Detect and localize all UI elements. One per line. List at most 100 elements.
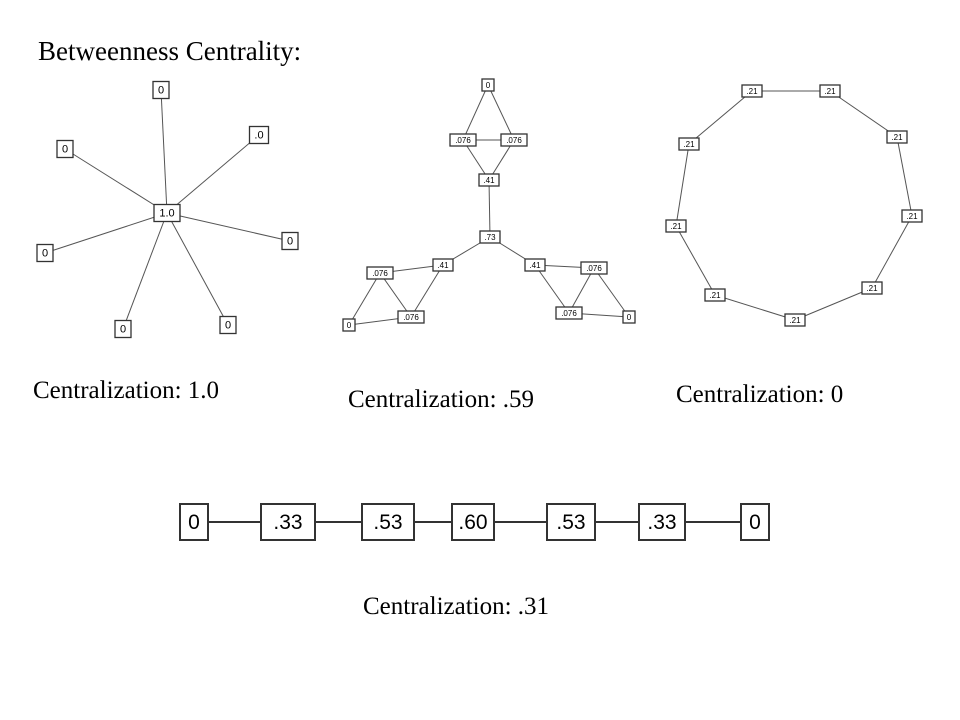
graph2-node-label-8: .21: [683, 140, 695, 149]
graph2-edge-7: [675, 143, 690, 227]
graph2-node-label-6: .21: [709, 291, 721, 300]
graph1-node-0: .73: [479, 230, 501, 244]
graph2-node-6: .21: [704, 288, 726, 302]
graph0-node-label-3: 0: [62, 144, 68, 156]
graph1-node-label-6: .076: [372, 269, 388, 278]
graph1-node-label-11: 0: [627, 313, 632, 322]
graph2-edge-1: [829, 90, 898, 138]
graph3-node-1: .33: [260, 503, 316, 541]
graph1-edge-0: [462, 84, 489, 141]
graph0-node-0: 1.0: [153, 203, 181, 223]
graph2-node-4: .21: [861, 281, 883, 295]
graph0-edge-5: [166, 212, 229, 326]
graph2-edge-6: [675, 225, 716, 296]
graph2-node-0: .21: [741, 84, 763, 98]
line-graph-caption: Centralization: .31: [363, 593, 549, 620]
graph1-edge-1: [487, 84, 515, 141]
graph0-node-6: 0: [219, 315, 237, 335]
graph3-node-label-2: .53: [373, 511, 402, 534]
graph2-node-5: .21: [784, 313, 806, 327]
graph1-node-6: .076: [366, 266, 394, 280]
graph3-node-2: .53: [361, 503, 415, 541]
graph2-node-8: .21: [678, 137, 700, 151]
graph3-node-label-4: .53: [556, 511, 585, 534]
graph2-node-label-0: .21: [746, 87, 758, 96]
graph1-node-label-8: .076: [403, 313, 419, 322]
graph2-edge-4: [794, 287, 873, 321]
graph3-node-4: .53: [546, 503, 596, 541]
graph1-node-2: 0: [481, 78, 495, 92]
graph1-node-label-2: 0: [486, 81, 491, 90]
graph3-node-label-0: 0: [188, 511, 200, 534]
star-graph: 1.0 0 .0 0 0 0 0 0: [36, 80, 299, 339]
triad-network-graph: .73 .41 0 .076 .076 .41 .076 0 .076 .41 .076 0 .076: [342, 78, 636, 332]
star-graph-caption: Centralization: 1.0: [33, 377, 219, 404]
graph0-edge-3: [166, 212, 291, 242]
graph2-node-label-3: .21: [906, 212, 918, 221]
graph1-edge-3: [462, 139, 490, 181]
graph2-edge-8: [688, 90, 753, 145]
graph1-node-11: 0: [622, 310, 636, 324]
graph0-node-2: .0: [248, 125, 270, 145]
graph1-node-4: .076: [500, 133, 528, 147]
graph3-node-label-3: .60: [458, 511, 487, 534]
graph0-edge-1: [166, 134, 260, 214]
graph0-node-label-0: 1.0: [159, 208, 174, 220]
graph1-edge-16: [568, 267, 595, 314]
graph3-node-6: 0: [740, 503, 770, 541]
line-graph: 0 .33 .53 .60 .53 .33 0: [179, 503, 770, 541]
graph1-node-5: .41: [432, 258, 454, 272]
circle-graph-caption: Centralization: 0: [676, 381, 843, 408]
graph1-node-1: .41: [478, 173, 500, 187]
graph1-node-7: 0: [342, 318, 356, 332]
graph1-node-label-7: 0: [347, 321, 352, 330]
graph1-edge-4: [488, 139, 515, 181]
graph2-node-3: .21: [901, 209, 923, 223]
graph0-edge-6: [122, 212, 168, 330]
graph1-node-9: .41: [524, 258, 546, 272]
graph1-node-12: .076: [555, 306, 583, 320]
graph2-node-label-2: .21: [891, 133, 903, 142]
graph1-node-8: .076: [397, 310, 425, 324]
graph0-edge-4: [44, 212, 168, 254]
graph2-edge-2: [896, 136, 913, 217]
graph2-node-label-4: .21: [866, 284, 878, 293]
circle-graph: .21 .21 .21 .21 .21 .21 .21 .21 .21: [665, 84, 923, 327]
graph1-edge-5: [488, 179, 491, 238]
graph2-edge-3: [871, 215, 913, 289]
graph2-node-label-1: .21: [824, 87, 836, 96]
graph2-node-2: .21: [886, 130, 908, 144]
graph2-node-7: .21: [665, 219, 687, 233]
graph0-node-label-4: 0: [287, 236, 293, 248]
graph1-node-label-4: .076: [506, 136, 522, 145]
graph1-node-label-9: .41: [529, 261, 541, 270]
graph2-node-label-7: .21: [670, 222, 682, 231]
graph3-node-0: 0: [179, 503, 209, 541]
graph0-edge-2: [64, 148, 168, 214]
graph0-node-label-2: .0: [254, 130, 263, 142]
graph1-edge-11: [379, 272, 412, 318]
graph1-node-3: .076: [449, 133, 477, 147]
graph1-node-label-10: .076: [586, 264, 602, 273]
graph1-edge-9: [410, 264, 444, 318]
graph1-node-label-1: .41: [483, 176, 495, 185]
graph0-node-3: 0: [56, 139, 74, 159]
graph0-node-label-7: 0: [120, 324, 126, 336]
graph0-node-5: 0: [36, 243, 54, 263]
graph3-node-3: .60: [451, 503, 495, 541]
graph0-node-label-1: 0: [158, 85, 164, 97]
graph1-node-10: .076: [580, 261, 608, 275]
graph1-node-label-12: .076: [561, 309, 577, 318]
graph3-node-label-1: .33: [273, 511, 302, 534]
graph3-node-5: .33: [638, 503, 686, 541]
graph0-edge-0: [160, 89, 168, 214]
graph2-edge-5: [714, 294, 796, 321]
graph1-edge-10: [348, 272, 381, 326]
graph1-node-label-5: .41: [437, 261, 449, 270]
graph3-node-label-5: .33: [647, 511, 676, 534]
triad-graph-caption: Centralization: .59: [348, 386, 534, 413]
graph0-node-label-6: 0: [225, 320, 231, 332]
slide-title: Betweenness Centrality:: [38, 36, 301, 66]
graph3-node-label-6: 0: [749, 511, 761, 534]
